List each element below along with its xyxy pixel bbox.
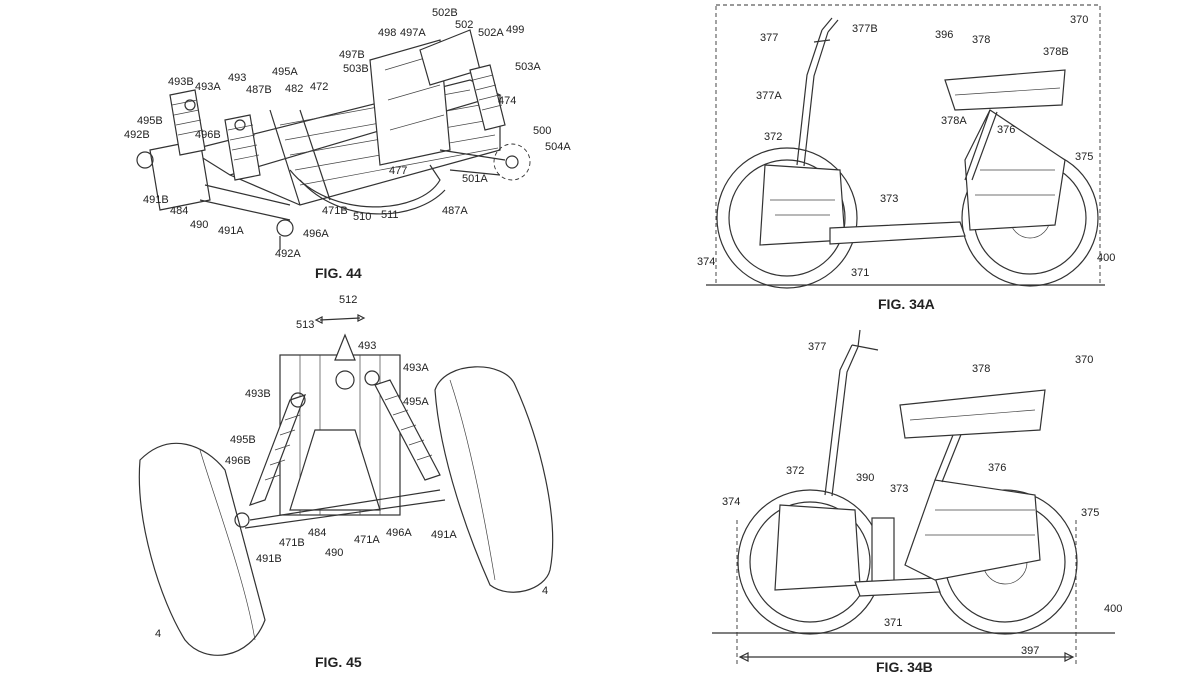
fig-44-label: 503B (343, 63, 369, 75)
fig-34a-label: 375 (1075, 151, 1093, 163)
fig-44-label: 501A (462, 173, 488, 185)
fig-34a-label: 373 (880, 193, 898, 205)
fig-45-label: 493 (358, 340, 376, 352)
fig-34b-label: 373 (890, 483, 908, 495)
fig-44-label: 511 (381, 209, 399, 221)
fig-34a-caption: FIG. 34A (878, 296, 935, 312)
fig-44-label: 477 (389, 165, 407, 177)
fig-44-label: 500 (533, 125, 551, 137)
fig-44-caption: FIG. 44 (315, 265, 362, 281)
fig-44-label: 492A (275, 248, 301, 260)
fig-44-label: 484 (170, 205, 188, 217)
fig-34b-label: 371 (884, 617, 902, 629)
fig-44-label: 482 (285, 83, 303, 95)
fig-34b-label: 400 (1104, 603, 1122, 615)
fig-44-label: 491A (218, 225, 244, 237)
fig-34a-label: 377A (756, 90, 782, 102)
fig-45-label: 493A (403, 362, 429, 374)
fig-44-label: 491B (143, 194, 169, 206)
fig-45-label: 491A (431, 529, 457, 541)
fig-34b-label: 378 (972, 363, 990, 375)
fig-44-label: 487B (246, 84, 272, 96)
fig-45-label: 471A (354, 534, 380, 546)
fig-44-label: 490 (190, 219, 208, 231)
fig-44-label: 496B (195, 129, 221, 141)
fig-45-label: 495B (230, 434, 256, 446)
fig-34a-label: 376 (997, 124, 1015, 136)
fig-44-label: 492B (124, 129, 150, 141)
fig-44-label: 503A (515, 61, 541, 73)
fig-45-label: 484 (308, 527, 326, 539)
fig-44-label: 498 (378, 27, 396, 39)
fig-34a-labels: 396 370 377 377B 378 378B 377A 378A 376 … (697, 14, 1115, 312)
fig-44-label: 497A (400, 27, 426, 39)
fig-34a-drawing (706, 4, 1105, 289)
fig-34b-drawing (712, 329, 1115, 665)
fig-45-caption: FIG. 45 (315, 654, 362, 670)
fig-44-label: 502B (432, 7, 458, 19)
fig-34a-label: 370 (1070, 14, 1088, 26)
fig-34b-label: 370 (1075, 354, 1093, 366)
fig-44-label: 504A (545, 141, 571, 153)
fig-34b-label: 372 (786, 465, 804, 477)
fig-44-label: 502 (455, 19, 473, 31)
fig-45-label: 495A (403, 396, 429, 408)
fig-44-label: 487A (442, 205, 468, 217)
fig-45-label: 490 (325, 547, 343, 559)
fig-34b-label: 397 (1021, 645, 1039, 657)
fig-44-label: 495A (272, 66, 298, 78)
fig-34b-label: 377 (808, 341, 826, 353)
fig-45-label: 513 (296, 319, 314, 331)
fig-45-label: 4 (155, 628, 161, 640)
fig-45-label: 4 (542, 585, 548, 597)
fig-44-label: 474 (498, 95, 516, 107)
fig-44-label: 493A (195, 81, 221, 93)
fig-44-label: 510 (353, 211, 371, 223)
fig-45-label: 471B (279, 537, 305, 549)
fig-34a-label: 371 (851, 267, 869, 279)
fig-34a-label: 377B (852, 23, 878, 35)
fig-34a-label: 396 (935, 29, 953, 41)
fig-44-label: 493 (228, 72, 246, 84)
fig-34a-label: 374 (697, 256, 715, 268)
fig-34b-label: 390 (856, 472, 874, 484)
fig-44-labels: 502B 502 502A 499 498 497A 497B 503B 503… (124, 7, 571, 281)
fig-34a-label: 378 (972, 34, 990, 46)
fig-34b-labels: 377 370 378 372 390 373 376 374 375 371 … (722, 341, 1122, 675)
fig-34a-label: 378A (941, 115, 967, 127)
fig-34b-label: 374 (722, 496, 740, 508)
fig-34a-label: 400 (1097, 252, 1115, 264)
fig-34a-label: 377 (760, 32, 778, 44)
fig-45-label: 512 (339, 294, 357, 306)
fig-34a-label: 372 (764, 131, 782, 143)
fig-44-drawing (136, 29, 531, 250)
fig-45-label: 491B (256, 553, 282, 565)
fig-44-label: 499 (506, 24, 524, 36)
fig-45-label: 493B (245, 388, 271, 400)
fig-45-drawing (138, 314, 554, 656)
fig-44-label: 495B (137, 115, 163, 127)
fig-45-label: 496A (386, 527, 412, 539)
fig-44-label: 502A (478, 27, 504, 39)
fig-44-label: 493B (168, 76, 194, 88)
fig-44-label: 472 (310, 81, 328, 93)
fig-34b-label: 375 (1081, 507, 1099, 519)
fig-44-label: 496A (303, 228, 329, 240)
fig-44-label: 471B (322, 205, 348, 217)
fig-34b-caption: FIG. 34B (876, 659, 933, 675)
fig-45-labels: 512 513 493 493A 493B 495A 495B 496B 491… (155, 294, 548, 670)
fig-34a-label: 378B (1043, 46, 1069, 58)
fig-34b-label: 376 (988, 462, 1006, 474)
fig-44-label: 497B (339, 49, 365, 61)
fig-45-label: 496B (225, 455, 251, 467)
